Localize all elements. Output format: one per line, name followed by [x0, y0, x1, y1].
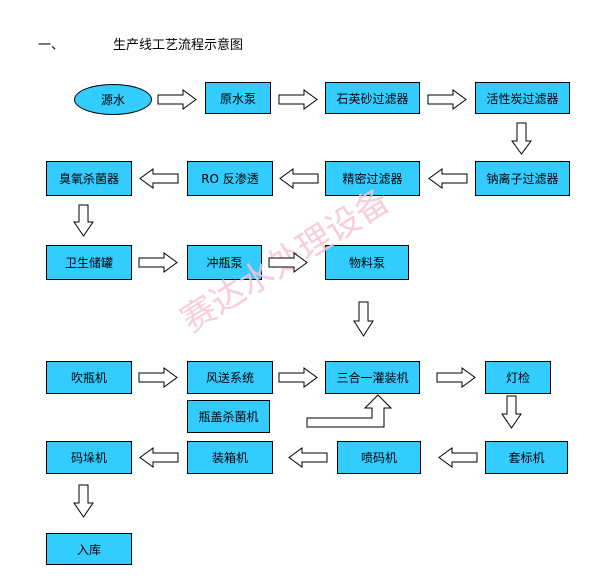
node-case-packer: 装箱机	[187, 441, 273, 474]
node-quartz-sand-filter: 石英砂过滤器	[325, 82, 420, 114]
arrow-left-icon	[279, 168, 319, 189]
arrow-left-icon	[428, 168, 468, 189]
heading: 一、 生产线工艺流程示意图	[0, 34, 615, 54]
node-bottle-rinse-pump: 冲瓶泵	[187, 245, 262, 280]
arrow-right-icon	[436, 367, 476, 388]
node-three-in-one-filler: 三合一灌装机	[325, 361, 420, 394]
arrow-left-icon	[139, 168, 179, 189]
arrow-down-icon	[511, 122, 532, 155]
arrow-down-icon	[73, 484, 94, 518]
node-sodium-ion-filter: 钠离子过滤器	[475, 161, 570, 196]
node-raw-water-pump: 原水泵	[205, 82, 271, 114]
node-ro-reverse-osmosis: RO 反渗透	[187, 161, 273, 196]
node-sanitary-storage-tank: 卫生储罐	[46, 245, 132, 280]
arrow-bent-up-icon	[306, 394, 393, 428]
arrow-down-icon	[73, 204, 94, 237]
arrow-right-icon	[268, 252, 308, 273]
node-activated-carbon-filter: 活性炭过滤器	[475, 82, 570, 114]
node-source-water: 源水	[74, 84, 152, 115]
node-palletizer: 码垛机	[46, 441, 132, 474]
arrow-left-icon	[438, 447, 478, 468]
arrow-left-icon	[288, 447, 328, 468]
arrow-down-icon	[353, 301, 374, 337]
arrow-right-icon	[278, 367, 318, 388]
diagram-title: 生产线工艺流程示意图	[113, 38, 244, 53]
arrow-right-icon	[138, 367, 178, 388]
node-ozone-sterilizer: 臭氧杀菌器	[46, 161, 132, 196]
arrow-down-icon	[501, 395, 522, 429]
node-lamp-inspection: 灯检	[485, 361, 551, 394]
node-air-conveying-system: 风送系统	[187, 361, 273, 394]
arrow-left-icon	[139, 447, 179, 468]
node-bottle-blowing-machine: 吹瓶机	[46, 361, 132, 394]
arrow-right-icon	[138, 252, 178, 273]
node-material-pump: 物料泵	[325, 245, 409, 280]
node-labeling-machine: 套标机	[485, 441, 568, 474]
node-inkjet-coder: 喷码机	[337, 441, 421, 474]
node-precision-filter: 精密过滤器	[325, 161, 420, 196]
arrow-right-icon	[427, 89, 467, 110]
node-warehouse-entry: 入库	[46, 533, 132, 565]
arrow-right-icon	[157, 89, 197, 110]
heading-number: 一、	[38, 38, 65, 53]
arrow-right-icon	[278, 89, 318, 110]
node-cap-sterilizer: 瓶盖杀菌机	[187, 400, 270, 433]
